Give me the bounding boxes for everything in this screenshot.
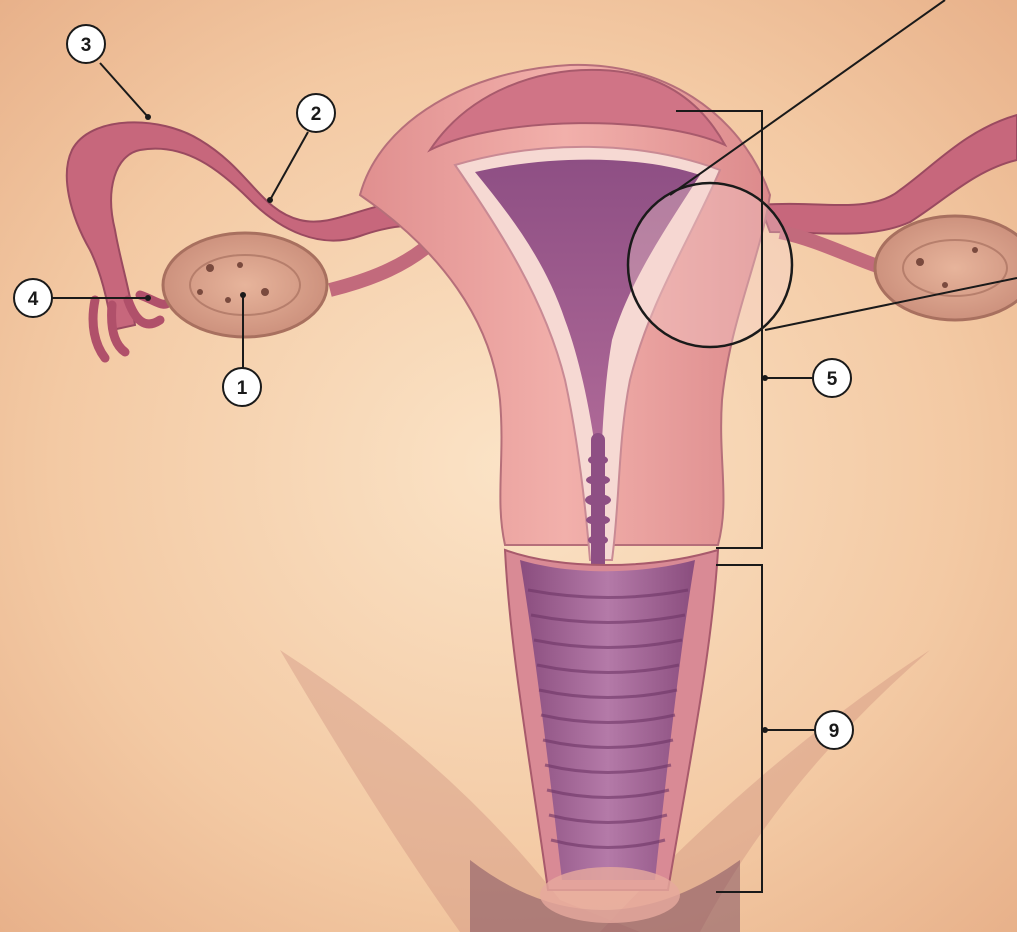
label-5-text: 5 — [827, 369, 838, 390]
label-9: 9 — [815, 711, 853, 749]
left-ovary — [163, 233, 327, 337]
label-4-text: 4 — [28, 289, 39, 310]
label-4: 4 — [14, 279, 52, 317]
label-3-text: 3 — [81, 35, 92, 56]
label-1: 1 — [223, 368, 261, 406]
label-2: 2 — [297, 94, 335, 132]
magnifier-circle — [628, 183, 792, 347]
label-9-text: 9 — [829, 721, 840, 742]
label-5: 5 — [813, 359, 851, 397]
label-2-text: 2 — [311, 104, 322, 125]
label-3: 3 — [67, 25, 105, 63]
label-1-text: 1 — [237, 378, 248, 399]
right-ovary — [875, 216, 1017, 320]
vaginal-opening — [540, 867, 680, 923]
